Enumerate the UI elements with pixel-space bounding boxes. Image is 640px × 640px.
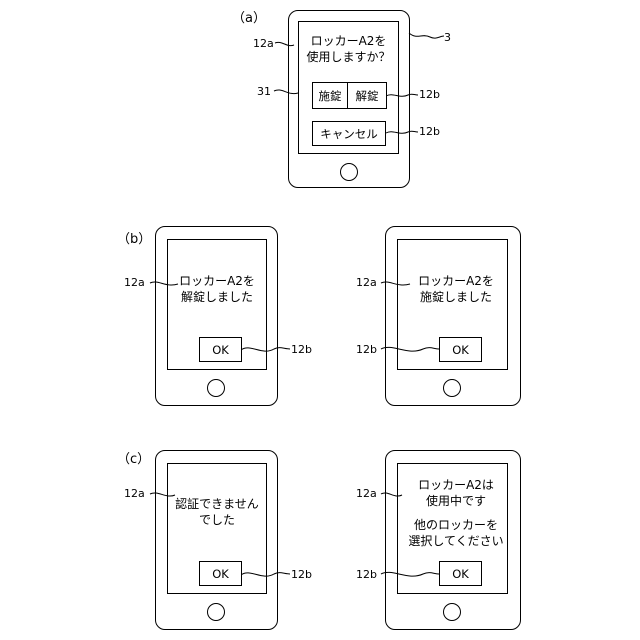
ref-label-12b: 12b — [291, 344, 312, 356]
message-line: 認証できません — [167, 496, 267, 512]
message-line: 施錠しました — [397, 289, 515, 305]
phone-b-left-home-button[interactable] — [207, 379, 225, 397]
ok-button[interactable]: OK — [439, 561, 482, 586]
message-line: ロッカーA2を — [397, 273, 515, 289]
message-line: ロッカーA2を — [298, 33, 399, 49]
ok-button[interactable]: OK — [199, 561, 242, 586]
message-line: 選択してください — [397, 533, 515, 549]
message-line: 使用中です — [397, 493, 515, 509]
ref-label-12a: 12a — [356, 488, 377, 500]
message-spacer — [397, 509, 515, 517]
ref-label-12b: 12b — [419, 89, 440, 101]
phone-c-left-home-button[interactable] — [207, 603, 225, 621]
ref-label-31: 31 — [257, 86, 271, 98]
phone-a-message: ロッカーA2を 使用しますか？ — [298, 33, 399, 65]
panel-label-a: （a） — [232, 12, 266, 25]
phone-b-left-message: ロッカーA2を 解錠しました — [167, 273, 267, 305]
ref-label-12b: 12b — [419, 126, 440, 138]
ref-label-3: 3 — [444, 32, 451, 44]
phone-c-right-message: ロッカーA2は 使用中です 他のロッカーを 選択してください — [397, 477, 515, 549]
ok-button[interactable]: OK — [199, 337, 242, 362]
panel-label-b: （b） — [117, 233, 151, 246]
message-line: 他のロッカーを — [397, 517, 515, 533]
phone-c-left-message: 認証できません でした — [167, 496, 267, 528]
cancel-button[interactable]: キャンセル — [312, 121, 386, 146]
ref-label-12a: 12a — [356, 277, 377, 289]
message-line: でした — [167, 512, 267, 528]
message-line: 使用しますか？ — [298, 49, 399, 65]
phone-b-right-message: ロッカーA2を 施錠しました — [397, 273, 515, 305]
ref-label-12b: 12b — [356, 569, 377, 581]
unlock-button[interactable]: 解錠 — [347, 82, 387, 109]
ref-label-12a: 12a — [124, 277, 145, 289]
ok-button[interactable]: OK — [439, 337, 482, 362]
ref-label-12b: 12b — [291, 569, 312, 581]
ref-label-12a: 12a — [124, 488, 145, 500]
message-line: ロッカーA2は — [397, 477, 515, 493]
message-line: ロッカーA2を — [167, 273, 267, 289]
phone-a-home-button[interactable] — [340, 163, 358, 181]
ref-label-12a: 12a — [253, 38, 274, 50]
message-line: 解錠しました — [167, 289, 267, 305]
phone-b-right-home-button[interactable] — [443, 379, 461, 397]
ref-label-12b: 12b — [356, 344, 377, 356]
phone-c-right-home-button[interactable] — [443, 603, 461, 621]
leader-3 — [409, 33, 444, 38]
panel-label-c: （c） — [117, 453, 150, 466]
lock-button[interactable]: 施錠 — [312, 82, 348, 109]
